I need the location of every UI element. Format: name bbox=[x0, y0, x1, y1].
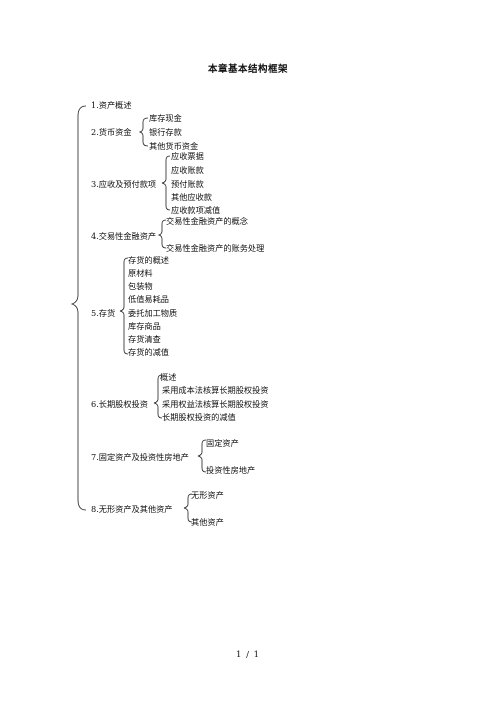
section-3-item: 其他应收款 bbox=[171, 192, 212, 202]
section-2-label: 2.货币资金 bbox=[91, 127, 132, 137]
section-2-item: 其他货币资金 bbox=[149, 141, 199, 151]
section-4-label: 4.交易性金融资产 bbox=[91, 231, 157, 241]
brace-3 bbox=[161, 155, 171, 211]
section-3-item: 预付账款 bbox=[171, 179, 204, 189]
section-5-label: 5.存货 bbox=[91, 308, 116, 318]
section-3-item: 应收票据 bbox=[171, 151, 204, 161]
section-5-item: 存货清查 bbox=[128, 334, 161, 344]
section-6-item: 长期股权投资的减值 bbox=[162, 412, 236, 422]
section-5-item: 委托加工物质 bbox=[128, 308, 178, 318]
section-2-item: 库存现金 bbox=[149, 113, 182, 123]
section-8-item: 无形资产 bbox=[191, 490, 224, 500]
brace-2 bbox=[138, 117, 149, 147]
section-6-label: 6.长期股权投资 bbox=[91, 399, 148, 409]
brace-7 bbox=[197, 439, 207, 473]
section-6-item: 概述 bbox=[160, 372, 177, 382]
section-6-item: 采用权益法核算长期股权投资 bbox=[162, 399, 269, 409]
brace-6 bbox=[153, 374, 163, 419]
section-3-item: 应收款项减值 bbox=[171, 205, 221, 215]
section-8-label: 8.无形资产及其他资产 bbox=[91, 504, 173, 514]
section-5-item: 存货的概述 bbox=[128, 255, 169, 265]
section-3-label: 3.应收及预付款项 bbox=[91, 179, 157, 189]
section-8-item: 其他资产 bbox=[191, 517, 224, 527]
section-7-label: 7.固定资产及投资性房地产 bbox=[91, 452, 189, 462]
brace-8 bbox=[183, 493, 193, 523]
section-3-item: 应收账款 bbox=[171, 165, 204, 175]
section-5-item: 存货的减值 bbox=[128, 347, 169, 357]
section-2-item: 银行存款 bbox=[149, 127, 182, 137]
brace-main bbox=[70, 105, 87, 511]
section-4-item: 交易性金融资产的账务处理 bbox=[166, 243, 265, 253]
page-title: 本章基本结构框架 bbox=[207, 64, 288, 75]
section-7-item: 投资性房地产 bbox=[206, 465, 256, 475]
brace-4 bbox=[157, 219, 167, 249]
section-5-item: 包装物 bbox=[128, 281, 153, 291]
section-7-item: 固定资产 bbox=[206, 438, 239, 448]
section-1-label: 1.资产概述 bbox=[91, 100, 132, 110]
section-5-item: 库存商品 bbox=[128, 321, 161, 331]
section-5-item: 低值易耗品 bbox=[128, 294, 169, 304]
brace-5 bbox=[119, 257, 129, 355]
section-5-item: 原材料 bbox=[128, 268, 153, 278]
section-4-item: 交易性金融资产的概念 bbox=[166, 216, 248, 226]
section-6-item: 采用成本法核算长期股权投资 bbox=[162, 385, 269, 395]
page-number: 1 / 1 bbox=[235, 650, 261, 660]
